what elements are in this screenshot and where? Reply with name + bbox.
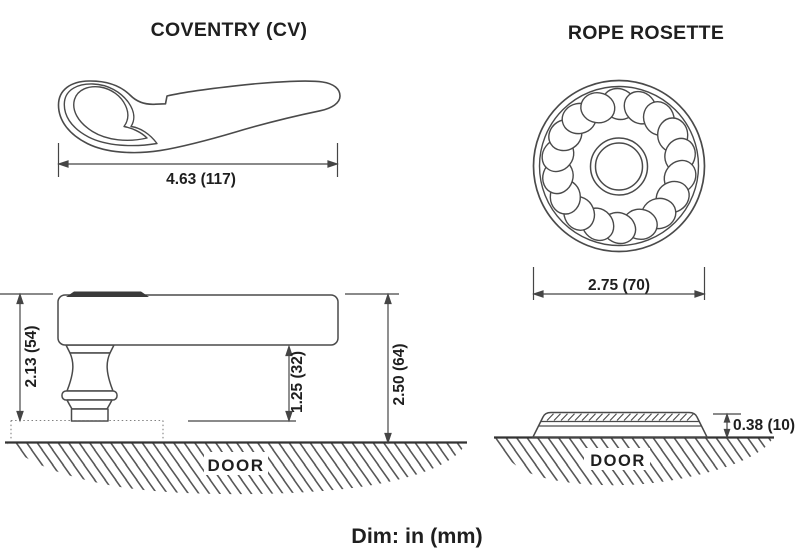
projection-label: 2.50 (64) <box>391 343 408 405</box>
spindle-neck <box>66 352 114 392</box>
thickness-dimension <box>713 412 741 439</box>
spindle-shoulder <box>65 344 115 354</box>
lever-body <box>57 294 339 346</box>
right-door-section: DOOR <box>494 436 774 486</box>
clearance-dimension <box>188 344 296 423</box>
lever-scroll-rim <box>63 83 158 147</box>
arrow-left <box>532 290 544 298</box>
arrow-up <box>723 412 731 423</box>
rosette-side-texture <box>546 413 694 421</box>
rosette-hub-outer <box>589 137 649 196</box>
overall-height-dimension <box>0 292 53 423</box>
arrow-down <box>16 410 24 423</box>
lever-thumb-cap <box>66 291 149 297</box>
right-door-label: DOOR <box>590 452 646 470</box>
lever-side-drawing <box>57 291 339 422</box>
lever-profile-drawing <box>57 80 341 154</box>
rosette-front-drawing <box>532 79 706 253</box>
rosette-diameter-label: 2.75 (70) <box>588 277 650 294</box>
lever-scroll-hole <box>73 85 148 141</box>
lever-length-label: 4.63 (117) <box>166 171 236 188</box>
arrow-down <box>384 432 392 445</box>
lever-length-dimension <box>57 143 339 177</box>
rosette-hub-inner <box>594 142 644 191</box>
right-door-label-bg <box>584 448 650 470</box>
rosette-inner-ring <box>538 85 700 247</box>
arrow-right <box>327 160 339 168</box>
overall-height-label: 2.13 (54) <box>23 325 40 387</box>
left-door-label-bg <box>204 452 268 475</box>
arrow-up <box>16 292 24 305</box>
arrow-right <box>694 290 706 298</box>
rosette-side-outline <box>531 411 709 438</box>
left-door-section: DOOR <box>5 441 467 495</box>
arrow-up <box>384 292 392 305</box>
left-door-label: DOOR <box>208 456 265 475</box>
rosette-side-drawing <box>531 411 709 438</box>
spindle-base-cylinder <box>70 408 109 422</box>
projection-dimension <box>345 292 399 445</box>
spindle-collar <box>61 390 118 401</box>
units-note: Dim: in (mm) <box>351 524 482 548</box>
rosette-outer-circle <box>532 79 706 253</box>
hidden-rosette-outline <box>10 419 164 442</box>
rosette-diameter-dimension <box>532 267 706 300</box>
rope-ring <box>541 87 697 245</box>
arrow-down <box>285 410 293 423</box>
arrow-left <box>57 160 69 168</box>
arrow-down <box>723 428 731 439</box>
rope-strand <box>580 91 616 124</box>
lever-view-title: COVENTRY (CV) <box>151 19 308 41</box>
clearance-label: 1.25 (32) <box>289 351 306 413</box>
rosette-view-title: ROPE ROSETTE <box>568 22 724 44</box>
thickness-label: 0.38 (10) <box>733 417 795 434</box>
spindle-flare <box>66 399 113 410</box>
arrow-up <box>285 344 293 357</box>
